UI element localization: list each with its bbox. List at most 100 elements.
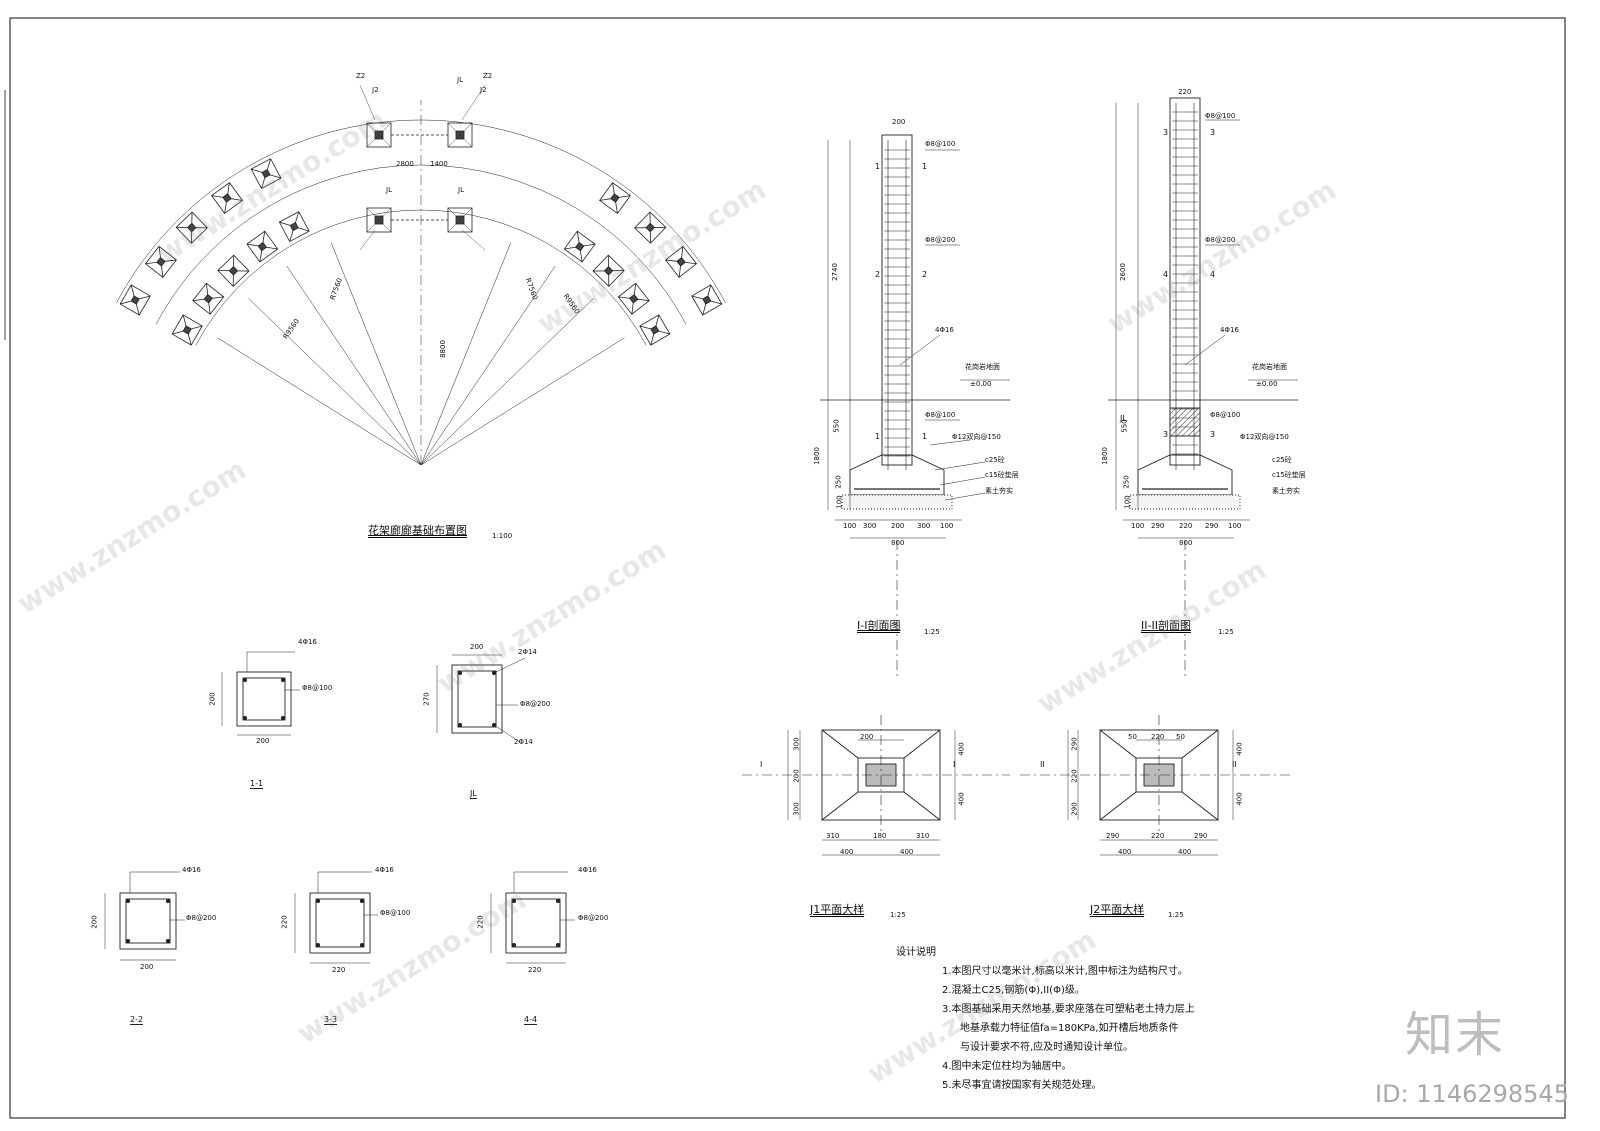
s2-dim: 250: [1122, 475, 1131, 489]
footing-slope: [135, 303, 140, 316]
footing-slope: [231, 198, 243, 201]
footing-slope: [608, 275, 610, 287]
j2-dim: 220: [1151, 832, 1165, 840]
column-z2: [182, 325, 192, 335]
footing-outline: [639, 314, 671, 346]
column-z2: [702, 295, 712, 305]
column-z2: [186, 222, 197, 233]
s1-cut: 1: [922, 162, 928, 171]
footing-slope: [208, 302, 211, 315]
s1-dim: 800: [891, 539, 905, 547]
j2-dim: 400: [1178, 848, 1192, 856]
plan-label: J2: [372, 86, 379, 94]
note-item: 1.本图尺寸以毫米计,标高以米计,图中标注为结构尺寸。: [942, 966, 1188, 977]
s1-dim: 250: [834, 475, 843, 489]
footing-slope: [618, 296, 630, 299]
plan-label: JL: [457, 76, 463, 84]
footing-slope: [191, 212, 193, 224]
s1-cut: 2: [875, 270, 881, 279]
s1-dim: 2740: [830, 263, 839, 281]
footing-slope: [161, 265, 164, 278]
s1-dim: 200: [892, 118, 906, 126]
footing-slope: [599, 198, 611, 201]
s2-label: Φ12双向@150: [1240, 433, 1289, 441]
s1-dim: 100: [843, 522, 857, 530]
footing-slope: [607, 255, 609, 267]
footing-slope: [655, 314, 660, 327]
leader-line: [359, 84, 376, 121]
footing-slope: [634, 227, 647, 229]
footing-slope: [658, 330, 670, 335]
column-z2: [603, 265, 614, 276]
radial-line: [330, 242, 422, 466]
column-z2: [130, 295, 140, 305]
j1-dim: 300: [792, 802, 801, 816]
footing-slope: [615, 202, 618, 214]
footing-slope: [266, 246, 278, 250]
plan-label: 2800: [396, 160, 414, 168]
plan-title: 花架廊廊基础布置图: [368, 524, 467, 538]
j2-mark: II: [1040, 760, 1045, 769]
s1-dim: 1800: [812, 447, 821, 465]
section-2-2: [1108, 97, 1298, 680]
column-z2: [203, 293, 214, 304]
brand-logo: 知末: [1405, 1007, 1506, 1063]
s2-label: Φ8@100: [1205, 112, 1236, 120]
s2-label: 花岗岩地面: [1252, 363, 1287, 371]
j1-plan-detail: [742, 715, 1010, 856]
s2-label: Φ8@100: [1210, 411, 1241, 419]
footing-outline: [144, 245, 177, 278]
footing-slope: [637, 298, 650, 302]
column-z2: [574, 241, 585, 252]
column-z2: [628, 293, 639, 304]
s2-cut: 4: [1163, 270, 1169, 279]
detail-4-4-section: [490, 871, 575, 964]
plan-label: JL: [386, 186, 392, 194]
s1-cut: 1: [922, 432, 928, 441]
footing-slope: [650, 333, 655, 346]
plan-label: 8800: [438, 340, 447, 358]
footing-slope: [227, 182, 230, 194]
note-item: 2.混凝土C25,钢筋(Φ),II(Φ)级。: [942, 985, 1085, 996]
d44-stirrup: Φ8@200: [578, 914, 609, 922]
footing-slope: [579, 250, 583, 262]
s1-label: 4Φ16: [935, 326, 954, 334]
j2-plan-detail: [1020, 715, 1290, 856]
plan-label: Z2: [483, 72, 493, 80]
footing-slope: [665, 259, 677, 262]
j1-dim: 300: [792, 737, 801, 751]
footing-slope: [710, 300, 722, 305]
footing-slope: [266, 158, 272, 170]
s1-label: c15砼垫层: [985, 471, 1019, 479]
note-item: 5.未尽事宜请按国家有关规范处理。: [942, 1080, 1102, 1091]
detail-jl-section: [436, 654, 526, 743]
s2-cut: 3: [1163, 430, 1169, 439]
section-2-scale: 1:25: [1218, 628, 1234, 636]
footing-slope: [192, 298, 205, 302]
plan-label: 1400: [430, 160, 448, 168]
s2-cut: 3: [1210, 128, 1216, 137]
j2-dim: 50: [1176, 733, 1185, 741]
s2-cut: 3: [1163, 128, 1169, 137]
footing-slope: [224, 202, 227, 214]
footing-slope: [707, 284, 712, 297]
footing-slope: [564, 246, 576, 250]
d22-stirrup: Φ8@200: [186, 914, 217, 922]
j2-dim: 50: [1128, 733, 1137, 741]
s2-dim: 1800: [1100, 447, 1109, 465]
footing-slope: [158, 246, 161, 258]
footing-j2: [246, 230, 279, 263]
column-z2: [222, 193, 232, 203]
radial-line: [420, 337, 625, 466]
leader-line: [359, 229, 376, 251]
footing-slope: [145, 261, 157, 265]
footing-j2: [175, 211, 208, 244]
footing-slope: [298, 227, 310, 232]
footing-slope: [576, 231, 580, 243]
s1-dim: 200: [891, 522, 905, 530]
j2-dim: 290: [1070, 737, 1079, 751]
j2-dim: 220: [1070, 769, 1079, 783]
footing-slope: [212, 296, 224, 299]
j1-dim: 400: [900, 848, 914, 856]
